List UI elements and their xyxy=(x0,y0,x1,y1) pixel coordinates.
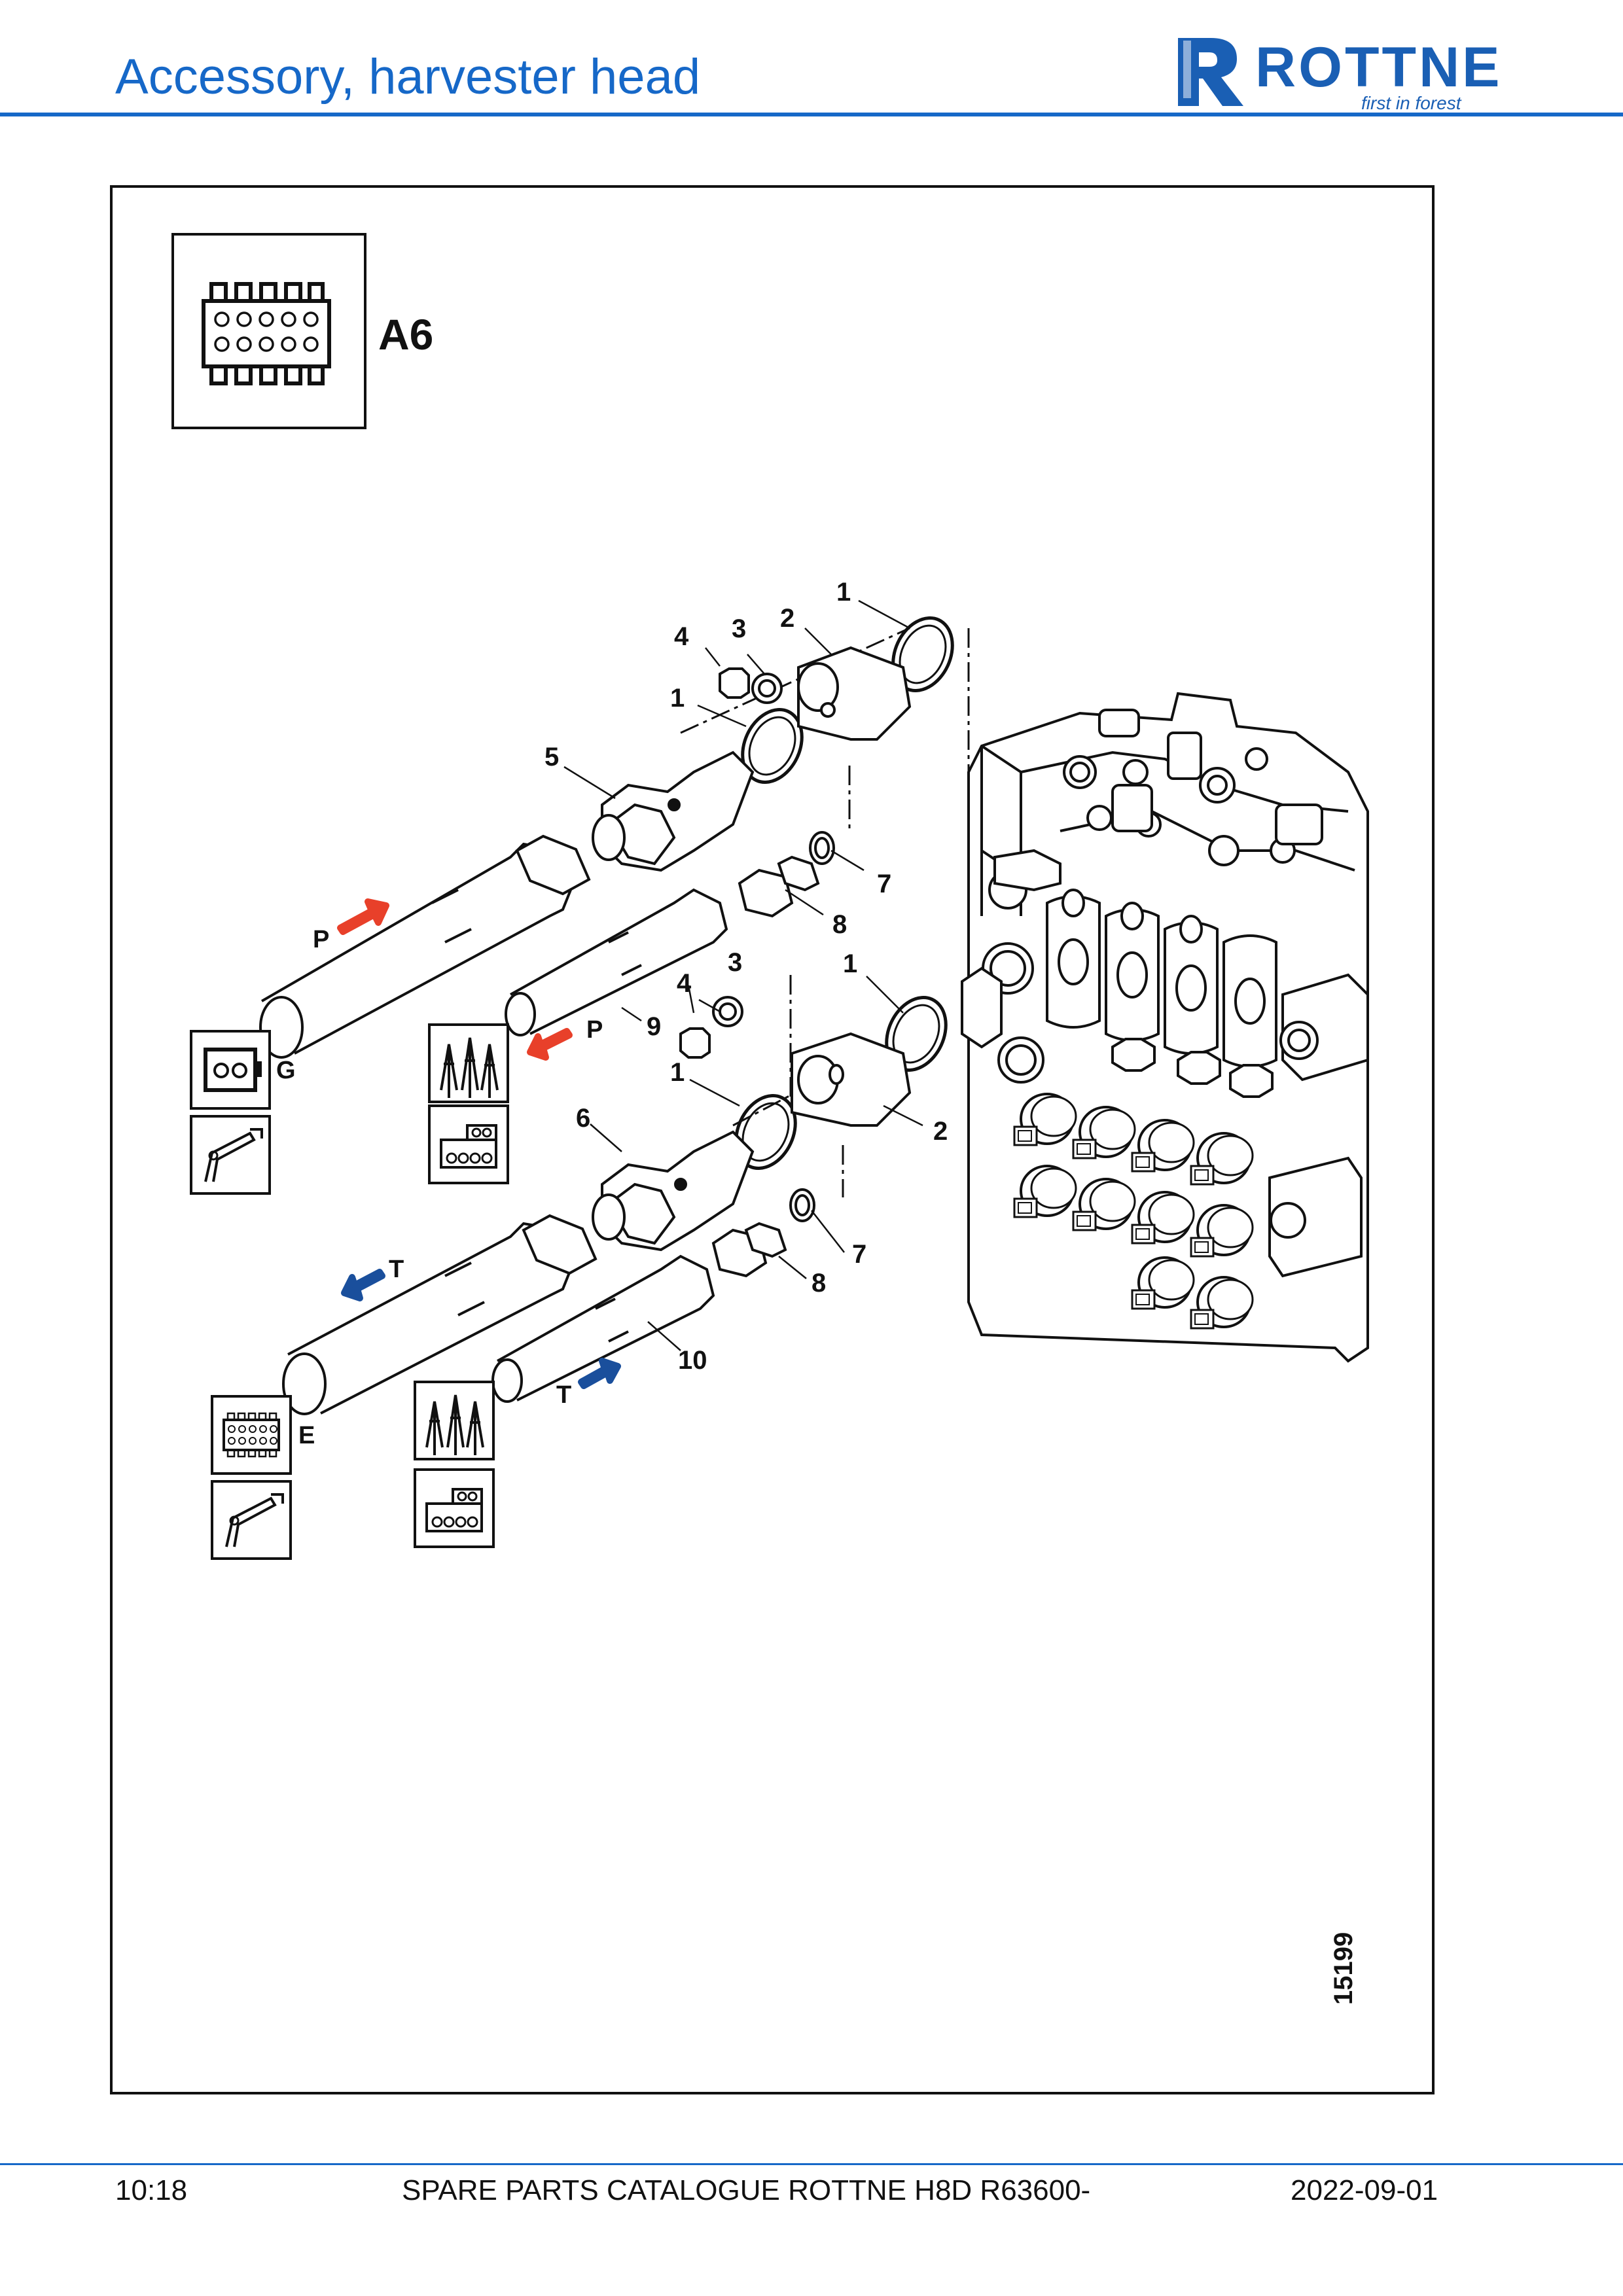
rottne-logo: ROTTNE first in forest xyxy=(1171,33,1512,113)
crane-icon xyxy=(190,1115,271,1195)
tank-arrow-in xyxy=(578,1358,621,1389)
callout-8: 8 xyxy=(832,910,847,939)
callout-1d: 1 xyxy=(670,1058,685,1087)
line-label-p1: P xyxy=(313,926,329,953)
callout-3b: 3 xyxy=(728,948,742,977)
symbol-label-g: G xyxy=(276,1057,296,1084)
callout-7b: 7 xyxy=(852,1240,866,1269)
page-number: 10:18 xyxy=(115,2174,188,2206)
line-label-t1: T xyxy=(389,1256,404,1283)
upper-parts xyxy=(259,609,964,1059)
callout-6: 6 xyxy=(576,1104,590,1133)
callout-4b: 4 xyxy=(677,969,692,998)
leader-lines xyxy=(563,599,923,1351)
header-divider xyxy=(0,113,1623,116)
section-code: A6 xyxy=(378,310,433,359)
callout-1c: 1 xyxy=(843,949,857,978)
publication-date: 2022-09-01 xyxy=(1291,2174,1438,2206)
logo-wordmark: ROTTNE xyxy=(1255,36,1503,99)
lower-parts xyxy=(282,988,957,1415)
callout-10: 10 xyxy=(678,1346,707,1375)
page-title: Accessory, harvester head xyxy=(115,49,701,105)
symbol-label-e: E xyxy=(298,1422,315,1449)
valve-icon xyxy=(414,1468,495,1548)
symbol-g-connector xyxy=(190,1030,271,1110)
callout-7: 7 xyxy=(877,870,891,898)
connector-block-icon xyxy=(202,282,331,385)
flow-arrows xyxy=(337,898,621,1389)
tank-arrow-out xyxy=(341,1269,385,1301)
callout-2b: 2 xyxy=(933,1117,948,1146)
callout-9: 9 xyxy=(647,1012,661,1041)
section-icon-box xyxy=(171,233,366,429)
forest-icon xyxy=(414,1381,495,1460)
callout-8b: 8 xyxy=(812,1269,826,1298)
catalogue-title: SPARE PARTS CATALOGUE ROTTNE H8D R63600- xyxy=(402,2174,1091,2206)
drawing-number: 15199 xyxy=(1329,1932,1358,2005)
forest-icon xyxy=(428,1023,509,1103)
line-label-t2: T xyxy=(556,1381,571,1409)
callout-5: 5 xyxy=(544,743,559,771)
valve-icon xyxy=(428,1104,509,1184)
logo-tagline: first in forest xyxy=(1361,93,1461,113)
callout-3: 3 xyxy=(732,614,746,643)
pressure-arrow-out xyxy=(527,1028,573,1061)
callout-1: 1 xyxy=(836,578,851,607)
symbol-e-connector xyxy=(211,1395,292,1475)
crane-icon xyxy=(211,1480,292,1560)
rottne-emblem-icon xyxy=(1178,38,1243,106)
line-label-p2: P xyxy=(586,1016,603,1044)
callout-2: 2 xyxy=(780,604,794,633)
pressure-arrow-in xyxy=(337,898,389,935)
figure-frame xyxy=(110,185,1435,2094)
callout-1b: 1 xyxy=(670,684,685,713)
callout-4: 4 xyxy=(674,622,689,651)
footer-divider xyxy=(0,2163,1623,2165)
